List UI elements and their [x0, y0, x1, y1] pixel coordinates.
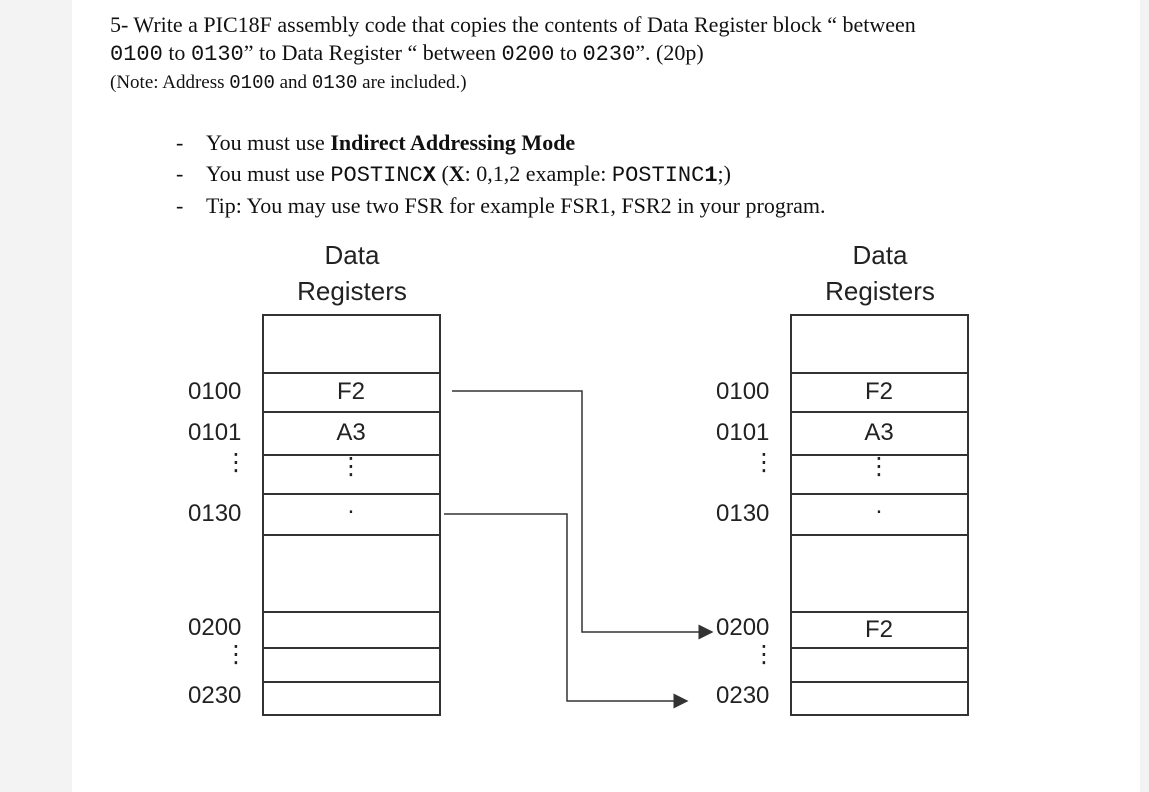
left-address-ellipsis-2: ⋮: [224, 641, 248, 668]
text-to-data-register: ” to Data Register “ between: [243, 40, 502, 65]
right-address-0100: 0100: [716, 378, 770, 405]
bullet-text: : 0,1,2 example:: [464, 161, 612, 186]
question-note: (Note: Address 0100 and 0130 are include…: [110, 72, 467, 94]
bullet-text: You must use: [206, 130, 331, 155]
address-0100: 0100: [110, 42, 163, 67]
right-cell-0100: F2: [864, 378, 893, 405]
bullet-emphasis: Indirect Addressing Mode: [330, 130, 576, 155]
left-cell-0100: F2: [336, 378, 365, 405]
postinc-keyword: POSTINC: [330, 163, 423, 188]
note-text: and: [274, 72, 312, 93]
text-to: to: [162, 40, 191, 65]
bullet-dash: -: [176, 130, 184, 155]
right-cell-ellipsis: ⋮: [867, 453, 891, 480]
question-line-2: 0100 to 0130” to Data Register “ between…: [110, 40, 704, 67]
right-address-0200: 0200: [716, 614, 770, 641]
bullet-text: You must use: [206, 161, 331, 186]
bullet-indirect-addressing: -You must use Indirect Addressing Mode: [176, 130, 575, 156]
right-cell-0130: .: [875, 492, 883, 519]
right-address-ellipsis-2: ⋮: [752, 641, 776, 668]
right-address-ellipsis: ⋮: [752, 449, 776, 476]
bullet-dash: -: [176, 193, 184, 218]
left-address-0100: 0100: [188, 378, 242, 405]
note-address-0100: 0100: [229, 72, 275, 94]
right-header-data: Data: [852, 240, 908, 270]
right-address-0130: 0130: [716, 500, 770, 527]
address-0200: 0200: [501, 42, 555, 67]
copy-arrow-start: [452, 390, 714, 640]
bullet-tip: -Tip: You may use two FSR for example FS…: [176, 193, 826, 219]
left-cell-ellipsis: ⋮: [339, 453, 363, 480]
copy-arrow-end: [444, 513, 689, 709]
bullet-text: ;): [717, 161, 731, 186]
bullet-text: (: [435, 161, 449, 186]
bullet-text: Tip: You may use two FSR for example FSR…: [206, 193, 826, 218]
postinc-example: POSTINC: [611, 163, 705, 188]
right-address-0230: 0230: [716, 682, 770, 709]
right-header-registers: Registers: [825, 276, 935, 306]
note-text: are included.): [357, 72, 467, 93]
right-header: Data Registers: [790, 237, 970, 309]
left-address-0130: 0130: [188, 500, 242, 527]
right-cell-0101: A3: [864, 419, 894, 446]
document-page: 5- Write a PIC18F assembly code that cop…: [72, 0, 1140, 792]
note-text: (Note: Address: [110, 72, 230, 93]
bullet-postinc: -You must use POSTINCX (X: 0,1,2 example…: [176, 161, 731, 188]
question-text: 5- Write a PIC18F assembly code that cop…: [110, 12, 916, 37]
postinc-x: X: [422, 163, 436, 188]
right-cell-0200: F2: [864, 616, 893, 643]
postinc-example-number: 1: [704, 163, 718, 188]
right-address-0101: 0101: [716, 419, 770, 446]
address-0230: 0230: [582, 42, 636, 67]
left-address-0230: 0230: [188, 682, 242, 709]
bullet-dash: -: [176, 161, 184, 186]
left-register-column: [262, 314, 441, 716]
left-address-0200: 0200: [188, 614, 242, 641]
right-register-column: [790, 314, 969, 716]
x-variable: X: [448, 161, 465, 186]
question-line-1: 5- Write a PIC18F assembly code that cop…: [110, 12, 916, 38]
note-address-0130: 0130: [311, 72, 358, 94]
address-0130: 0130: [190, 42, 244, 67]
left-header: Data Registers: [262, 237, 442, 309]
left-address-ellipsis: ⋮: [224, 449, 248, 476]
left-address-0101: 0101: [188, 419, 242, 446]
text-to: to: [554, 40, 583, 65]
left-header-registers: Registers: [297, 276, 407, 306]
points-label: ”. (20p): [635, 40, 704, 65]
left-cell-0130: .: [347, 492, 355, 519]
left-cell-0101: A3: [336, 419, 366, 446]
left-header-data: Data: [324, 240, 380, 270]
